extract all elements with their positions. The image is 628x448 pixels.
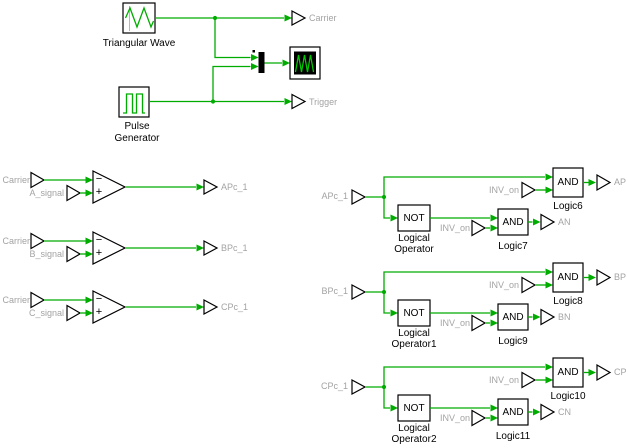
plus-sign: + xyxy=(95,186,103,198)
carrier-label: Carrier xyxy=(2,295,30,305)
and-block-bottom-text: AND xyxy=(502,406,524,418)
not-block-text: NOT xyxy=(403,402,425,414)
inv-on-label-bottom: INV_on xyxy=(439,413,470,423)
pulse-wave-icon xyxy=(123,93,145,114)
plus-sign: + xyxy=(95,247,103,259)
logic-labels-b: BPc_1 INV_on INV_on NOT Logical Operator… xyxy=(0,252,628,352)
outport-top-label: CP xyxy=(614,367,627,377)
carrier-outport[interactable] xyxy=(291,9,307,27)
source-section xyxy=(118,2,321,118)
and-block-top-name: Logic10 xyxy=(550,391,586,402)
arrowhead xyxy=(282,59,290,67)
and-block-top-name: Logic8 xyxy=(553,296,583,307)
signal-label: B_signal xyxy=(29,249,64,259)
logic-inport-label: BPc_1 xyxy=(321,286,348,296)
carrier-label: Carrier xyxy=(2,175,30,185)
not-block-name-line1: Logical xyxy=(398,328,430,339)
and-block-bottom-text: AND xyxy=(502,216,524,228)
not-block-name-line2: Operator2 xyxy=(391,434,437,445)
triangular-wave-icon xyxy=(124,6,155,29)
carrier-to-mux-wire[interactable] xyxy=(214,18,251,59)
signal-label: C_signal xyxy=(28,308,64,318)
plus-sign: + xyxy=(95,306,103,318)
not-block-name-line2: Operator xyxy=(394,244,434,255)
and-block-top-text: AND xyxy=(557,272,579,283)
logic-labels-c: CPc_1 INV_on INV_on NOT Logical Operator… xyxy=(0,347,628,447)
comparator-labels-a: Carrier A_signal − + APc_1 xyxy=(0,150,628,210)
logic-inport-label: CPc_1 xyxy=(320,381,348,391)
outport-top-label: AP xyxy=(614,177,627,187)
inv-on-label-top: INV_on xyxy=(488,280,519,290)
and-block-bottom-name: Logic7 xyxy=(498,241,528,252)
and-block-bottom-name: Logic11 xyxy=(495,431,531,442)
and-block-bottom-text: AND xyxy=(502,311,524,323)
trigger-outport[interactable] xyxy=(291,93,307,110)
and-block-bottom-name: Logic9 xyxy=(498,336,528,347)
inv-on-label-bottom: INV_on xyxy=(439,318,470,328)
mux-block[interactable] xyxy=(258,52,265,73)
and-block-top-name: Logic6 xyxy=(553,201,583,212)
not-block-text: NOT xyxy=(403,212,425,224)
and-block-top-text: AND xyxy=(557,177,579,188)
comparator-labels-b: Carrier B_signal − + BPc_1 xyxy=(0,211,628,271)
logic-labels-a: APc_1 INV_on INV_on NOT Logical Operator… xyxy=(0,157,628,257)
minus-sign: − xyxy=(95,293,103,305)
arrowhead xyxy=(251,54,259,61)
carrier-label: Carrier xyxy=(2,236,30,246)
trigger-to-mux-wire[interactable] xyxy=(212,65,251,102)
inv-on-label-top: INV_on xyxy=(488,375,519,385)
not-block-name-line2: Operator1 xyxy=(391,339,437,350)
and-block-top-text: AND xyxy=(557,367,579,378)
arrowhead xyxy=(284,14,292,22)
triangular-wave-block[interactable] xyxy=(122,2,156,34)
pulse-generator-label-line2: Generator xyxy=(114,133,160,144)
inv-on-label-bottom: INV_on xyxy=(439,223,470,233)
minus-sign: − xyxy=(95,234,103,246)
outport-top-label: BP xyxy=(614,272,627,282)
not-block-text: NOT xyxy=(403,307,425,319)
arrowhead xyxy=(251,63,259,70)
outport-label: APc_1 xyxy=(221,182,248,192)
not-block-name-line1: Logical xyxy=(398,423,430,434)
trigger-port-label: Trigger xyxy=(309,97,338,107)
minus-sign: − xyxy=(95,173,103,185)
not-block-name-line1: Logical xyxy=(398,233,430,244)
outport-bottom-label: BN xyxy=(558,312,571,322)
carrier-port-label: Carrier xyxy=(309,13,337,23)
arrowhead xyxy=(284,98,292,105)
pulse-generator-label-line1: Pulse xyxy=(124,121,150,132)
scope-wave-icon xyxy=(294,54,315,73)
signal-label: A_signal xyxy=(29,188,64,198)
outport-label: CPc_1 xyxy=(221,302,249,312)
comparator-labels-c: Carrier C_signal − + CPc_1 xyxy=(0,270,628,330)
outport-bottom-label: AN xyxy=(558,217,571,227)
mux-label-dot xyxy=(252,50,255,53)
outport-bottom-label: CN xyxy=(558,407,571,417)
outport-label: BPc_1 xyxy=(221,243,248,253)
inv-on-label-top: INV_on xyxy=(488,185,519,195)
logic-inport-label: APc_1 xyxy=(321,191,348,201)
triangular-wave-label: Triangular Wave xyxy=(102,38,176,49)
